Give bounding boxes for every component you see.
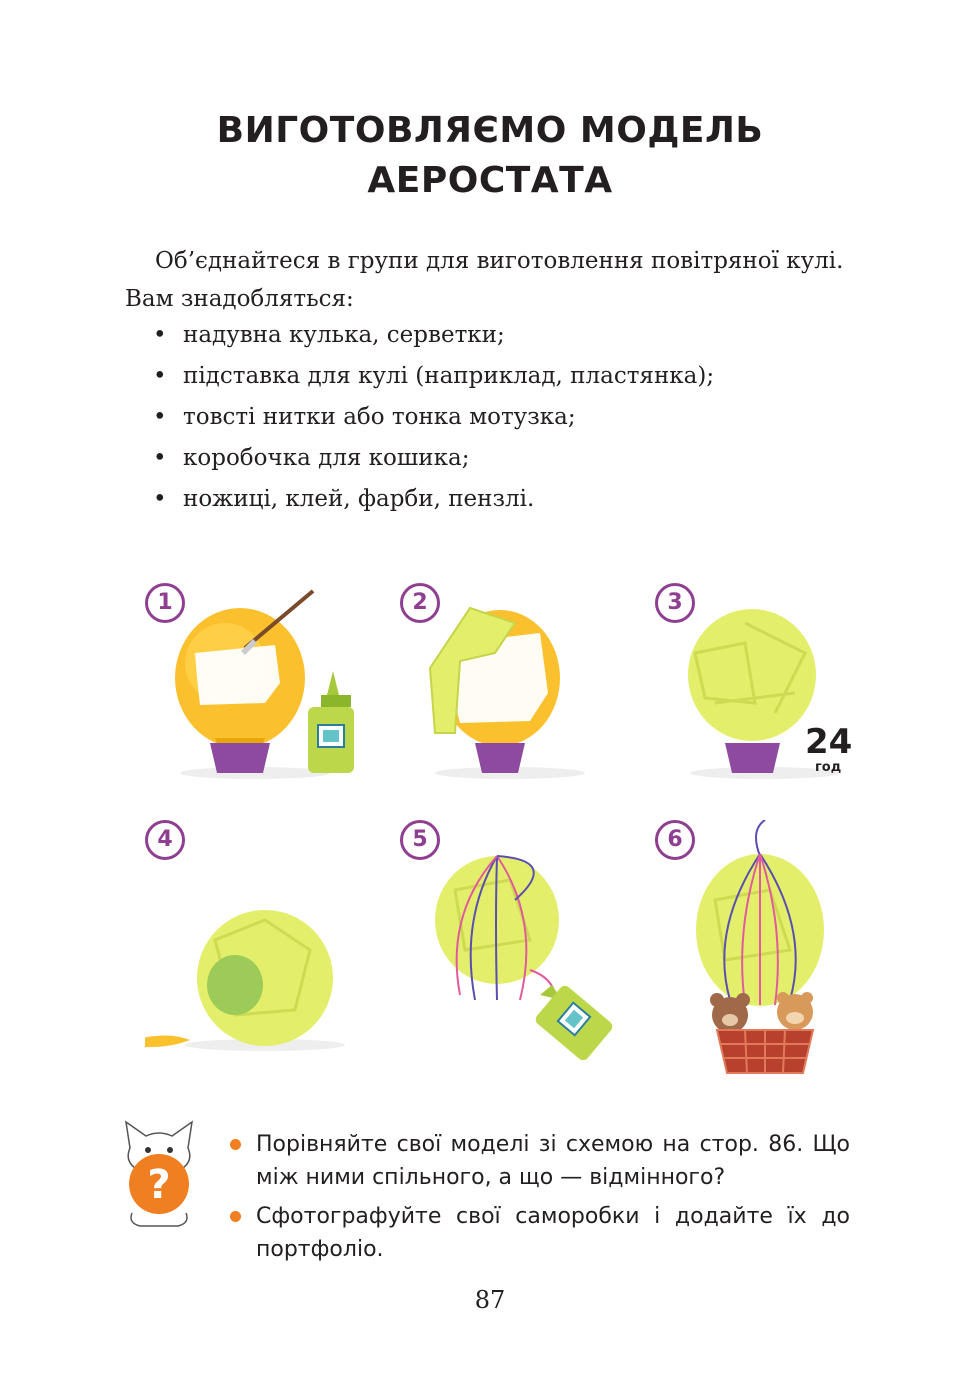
list-item: Сфотографуйте свої саморобки і додайте ї… xyxy=(228,1200,850,1266)
list-item: •товсті нитки або тонка мотузка; xyxy=(153,398,714,439)
materials-list: •надувна кулька, серветки; •підставка дл… xyxy=(153,316,714,521)
step-number: 4 xyxy=(145,820,185,860)
title-line-1: ВИГОТОВЛЯЄМО МОДЕЛЬ xyxy=(216,110,764,151)
list-item: •підставка для кулі (наприклад, пластянк… xyxy=(153,357,714,398)
cat-question-icon: ? xyxy=(124,1120,194,1227)
covered-balloon-illustration: 24 год xyxy=(688,609,852,779)
question-mark: ? xyxy=(147,1162,170,1208)
step-6: 6 xyxy=(655,820,935,1080)
finished-balloon-basket-illustration xyxy=(696,820,824,1074)
timer-unit: год xyxy=(815,760,841,775)
step-number: 1 xyxy=(145,583,185,623)
bullet-icon: • xyxy=(153,445,167,471)
timer-value: 24 xyxy=(805,722,852,762)
intro-line-2: Вам знадобляться: xyxy=(125,286,354,312)
tasks-list: Порівняйте свої моделі зі схемою на стор… xyxy=(228,1128,850,1272)
balloon-paper-illustration xyxy=(428,606,585,779)
step-5: 5 xyxy=(400,820,680,1080)
bullet-icon: • xyxy=(153,404,167,430)
step-1: 1 xyxy=(145,583,425,843)
step-3: 24 год 3 xyxy=(655,583,935,843)
title-line-2: АЕРОСТАТА xyxy=(367,160,613,201)
step-4: 4 xyxy=(145,820,425,1080)
page-number: 87 xyxy=(474,1286,506,1314)
popped-balloon-shell-illustration xyxy=(145,910,345,1051)
step-2: 2 xyxy=(400,583,680,843)
intro-paragraph: Об’єднайтеся в групи для виготовлення по… xyxy=(125,242,853,318)
step-number: 6 xyxy=(655,820,695,860)
list-item: Порівняйте свої моделі зі схемою на стор… xyxy=(228,1128,850,1194)
bullet-icon: • xyxy=(153,486,167,512)
balloon-brush-glue-illustration xyxy=(175,589,354,779)
bullet-icon: • xyxy=(153,322,167,348)
list-item: •надувна кулька, серветки; xyxy=(153,316,714,357)
balloon-strings-glue-illustration xyxy=(435,855,613,1061)
list-item: •ножиці, клей, фарби, пензлі. xyxy=(153,480,714,521)
list-item: •коробочка для кошика; xyxy=(153,439,714,480)
bullet-icon: • xyxy=(153,363,167,389)
step-number: 2 xyxy=(400,583,440,623)
step-number: 5 xyxy=(400,820,440,860)
page-title: ВИГОТОВЛЯЄМО МОДЕЛЬ АЕРОСТАТА xyxy=(0,106,980,206)
step-number: 3 xyxy=(655,583,695,623)
intro-line-1: Об’єднайтеся в групи для виготовлення по… xyxy=(155,248,844,274)
